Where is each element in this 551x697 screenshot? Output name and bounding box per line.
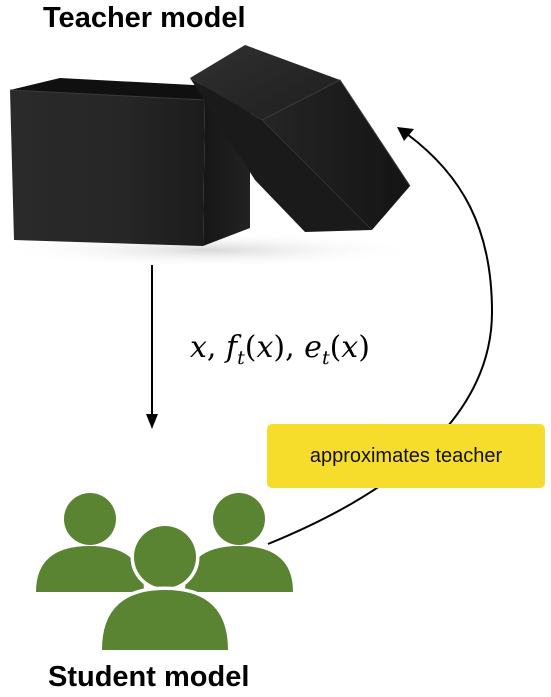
student-model-title: Student model (48, 661, 250, 693)
formula-teacher-output: f (226, 330, 238, 365)
black-box-icon (0, 45, 420, 268)
approximates-teacher-badge: approximates teacher (267, 424, 545, 488)
transfer-formula: x, ft(x), et(x) (190, 330, 370, 369)
feedback-arrowhead (397, 127, 414, 141)
transfer-arrowhead (146, 414, 158, 429)
formula-input: x (190, 330, 207, 365)
formula-teacher-explanation: e (304, 330, 322, 365)
formula-explanation-subscript: t (321, 347, 330, 369)
formula-output-subscript: t (237, 347, 245, 369)
teacher-model-title: Teacher model (43, 2, 246, 34)
student-group-icon (36, 493, 293, 654)
